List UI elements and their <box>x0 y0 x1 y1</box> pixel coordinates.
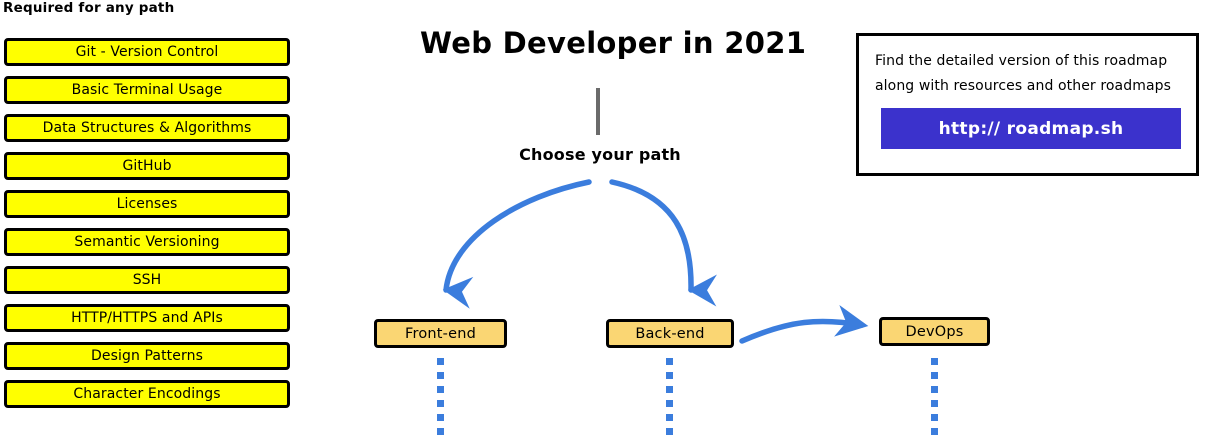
roadmap-sh-link-button[interactable]: http:// roadmap.sh <box>881 108 1181 149</box>
page-title: Web Developer in 2021 <box>420 26 807 60</box>
dotted-trail-devops <box>931 358 938 442</box>
path-node-devops[interactable]: DevOps <box>879 317 990 346</box>
path-node-back-end[interactable]: Back-end <box>606 319 734 348</box>
required-topic-item[interactable]: Design Patterns <box>4 342 290 370</box>
required-topic-item[interactable]: Basic Terminal Usage <box>4 76 290 104</box>
required-topic-item[interactable]: SSH <box>4 266 290 294</box>
trail-dot <box>437 386 444 393</box>
required-topic-item[interactable]: GitHub <box>4 152 290 180</box>
required-section-header: Required for any path <box>3 0 175 16</box>
required-topic-item[interactable]: Git - Version Control <box>4 38 290 66</box>
required-topic-item[interactable]: Semantic Versioning <box>4 228 290 256</box>
info-card-line-1: Find the detailed version of this roadma… <box>875 53 1168 69</box>
trail-dot <box>666 428 673 435</box>
trail-dot <box>437 372 444 379</box>
trail-dot <box>666 358 673 365</box>
trail-dot <box>437 358 444 365</box>
trail-dot <box>437 400 444 407</box>
dotted-trail-front-end <box>437 358 444 442</box>
choose-your-path-label: Choose your path <box>519 145 681 164</box>
trail-dot <box>931 414 938 421</box>
info-card-line-2: along with resources and other roadmaps <box>875 78 1172 94</box>
dotted-trail-back-end <box>666 358 673 442</box>
detailed-version-info-card: Find the detailed version of this roadma… <box>856 33 1199 176</box>
required-topic-item[interactable]: Data Structures & Algorithms <box>4 114 290 142</box>
required-topic-item[interactable]: HTTP/HTTPS and APIs <box>4 304 290 332</box>
path-node-front-end[interactable]: Front-end <box>374 319 507 348</box>
trail-dot <box>931 428 938 435</box>
trail-dot <box>931 358 938 365</box>
trail-dot <box>437 428 444 435</box>
trail-dot <box>666 414 673 421</box>
trail-dot <box>931 386 938 393</box>
trail-dot <box>931 400 938 407</box>
trail-dot <box>666 400 673 407</box>
trail-dot <box>666 386 673 393</box>
trail-dot <box>666 372 673 379</box>
title-stem-line <box>596 88 600 135</box>
required-topics-list: Git - Version Control Basic Terminal Usa… <box>4 38 290 418</box>
required-topic-item[interactable]: Licenses <box>4 190 290 218</box>
trail-dot <box>931 372 938 379</box>
trail-dot <box>437 414 444 421</box>
required-topic-item[interactable]: Character Encodings <box>4 380 290 408</box>
